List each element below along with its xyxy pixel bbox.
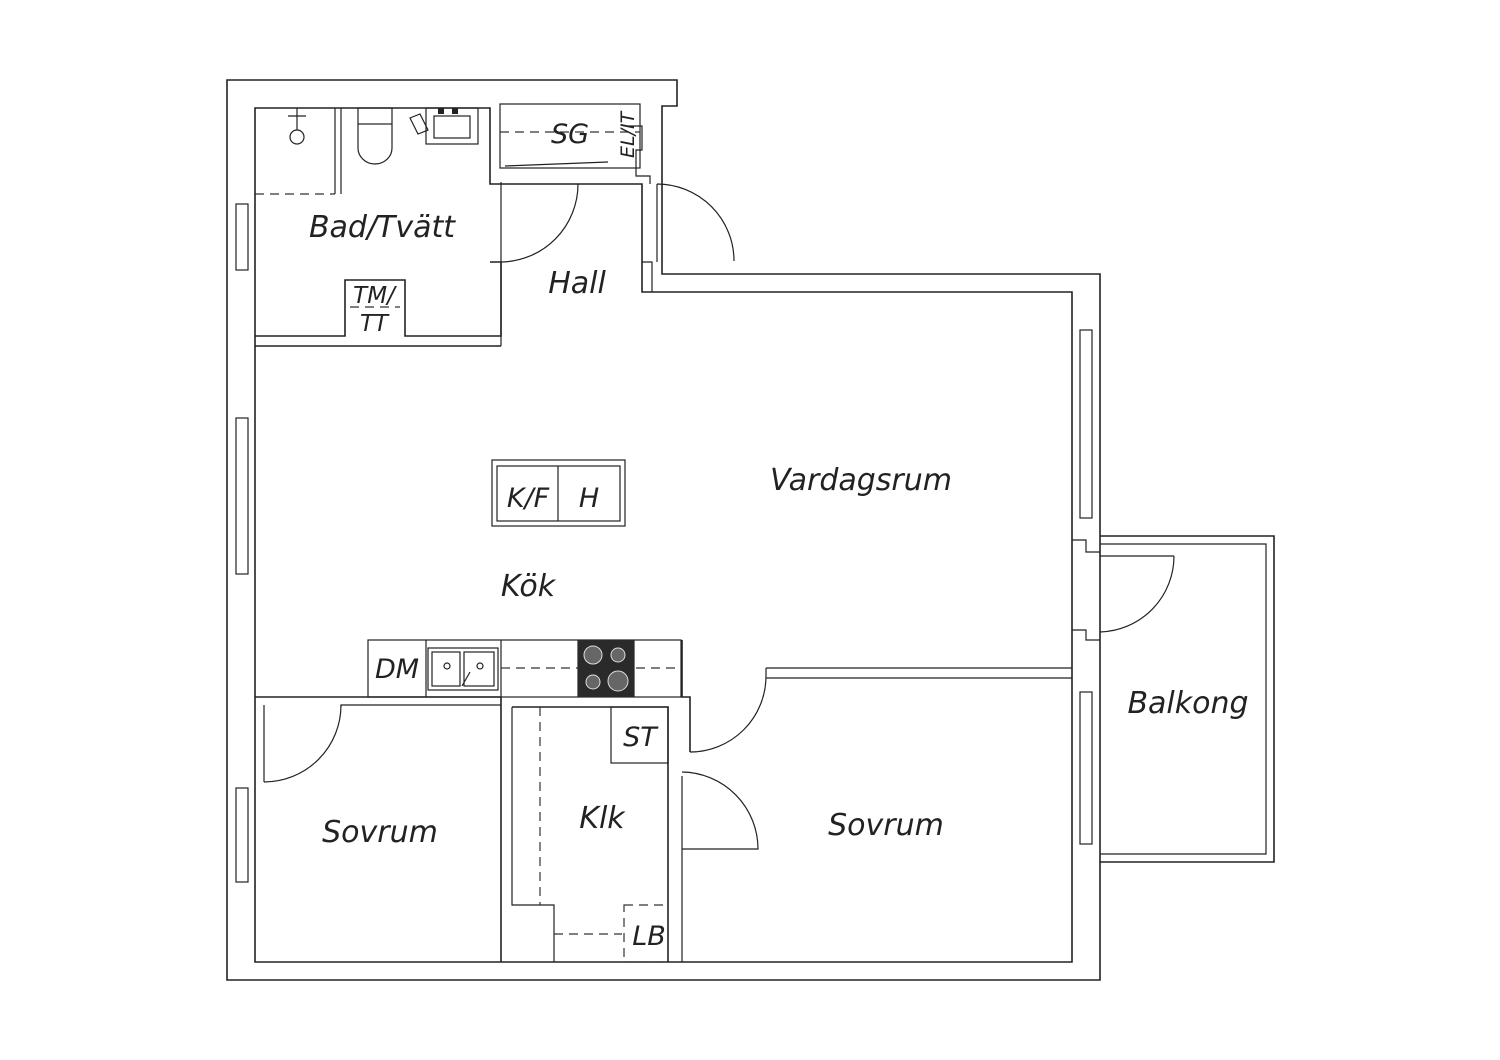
fixture-label-tm: TM/ bbox=[353, 283, 397, 309]
fixture-label-kf: K/F bbox=[507, 483, 550, 514]
balcony bbox=[1100, 535, 1275, 863]
doors bbox=[263, 182, 1175, 850]
window-bedroom-left bbox=[235, 787, 249, 883]
fixture-label-tt: TT bbox=[360, 311, 390, 337]
door-bedroom-left bbox=[263, 704, 342, 783]
fixture-labels: SG EL/IT TM/ TT K/F H DM ST LB bbox=[353, 110, 666, 952]
fixture-label-lb: LB bbox=[632, 921, 666, 952]
toilet-icon bbox=[357, 107, 393, 165]
kitchen-fixtures bbox=[427, 459, 634, 697]
fixture-label-st: ST bbox=[623, 722, 659, 753]
washbasin-icon bbox=[409, 107, 479, 145]
fixture-label-el-it: EL/IT bbox=[617, 110, 639, 158]
door-bedroom-right bbox=[689, 668, 767, 753]
door-closet bbox=[681, 771, 759, 850]
room-label-sovrum-right: Sovrum bbox=[828, 808, 944, 843]
room-label-sovrum-left: Sovrum bbox=[322, 815, 438, 850]
sink-icon bbox=[427, 647, 499, 691]
room-label-bad: Bad/Tvätt bbox=[309, 210, 456, 245]
door-bath bbox=[500, 182, 579, 263]
cooktop-icon bbox=[578, 640, 634, 697]
room-label-vardagsrum: Vardagsrum bbox=[770, 463, 952, 498]
room-label-balkong: Balkong bbox=[1127, 686, 1248, 721]
exterior-walls bbox=[226, 79, 1101, 981]
room-label-kok: Kök bbox=[501, 569, 557, 604]
windows bbox=[235, 203, 1093, 883]
door-balcony bbox=[1099, 555, 1175, 633]
fixture-label-h: H bbox=[579, 483, 599, 514]
window-living-room bbox=[1079, 329, 1093, 519]
bathroom-fixtures bbox=[255, 107, 479, 308]
room-labels: Bad/Tvätt Hall Vardagsrum Kök Balkong So… bbox=[309, 210, 1249, 850]
shower-icon bbox=[288, 108, 306, 145]
window-kitchen bbox=[235, 417, 249, 575]
window-bath bbox=[235, 203, 249, 271]
room-label-hall: Hall bbox=[548, 266, 606, 301]
fixture-label-dm: DM bbox=[375, 654, 419, 685]
window-bedroom-right bbox=[1079, 691, 1093, 845]
door-entry bbox=[656, 183, 735, 262]
room-label-klk: Klk bbox=[579, 801, 626, 836]
fixture-label-sg: SG bbox=[551, 119, 589, 150]
